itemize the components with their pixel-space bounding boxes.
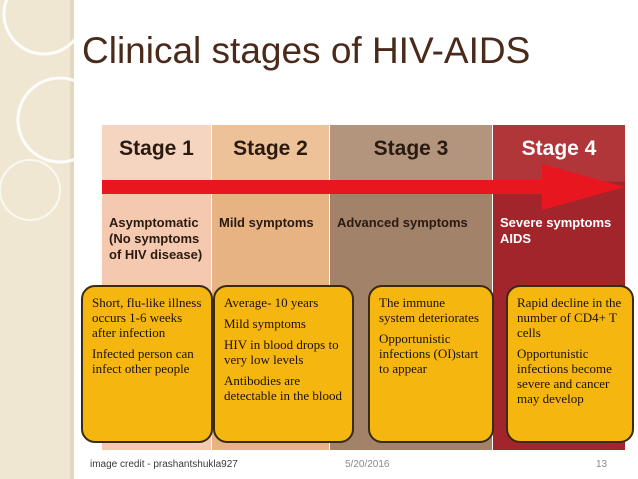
symptom-line: (No symptoms [109, 231, 200, 246]
symptom-line: Advanced symptoms [337, 215, 468, 230]
card-paragraph: The immune system deteriorates [379, 295, 479, 325]
left-decorative-band [0, 0, 70, 479]
stage-symptoms: Advanced symptoms [337, 215, 488, 231]
card-paragraph: Opportunistic infections become severe a… [517, 346, 612, 406]
symptom-line: of HIV disease) [109, 247, 203, 262]
stage-symptoms: Asymptomatic (No symptoms of HIV disease… [109, 215, 207, 263]
card-paragraph: Short, flu-like illness occurs 1-6 weeks… [92, 295, 202, 340]
left-band-edge [70, 0, 74, 479]
card-paragraph: Mild symptoms [224, 316, 306, 331]
symptom-line: AIDS [500, 231, 532, 246]
circle-ornament-icon [0, 0, 104, 221]
stage-label: Stage 3 [373, 137, 449, 160]
card-paragraph: Rapid decline in the number of CD4+ T ce… [517, 295, 622, 340]
card-paragraph: Antibodies are detectable in the blood [224, 373, 343, 403]
page-number: 13 [596, 459, 608, 470]
stage-header-band [330, 125, 492, 182]
stage-symptoms: Severe symptoms AIDS [500, 215, 621, 247]
symptom-line: Mild symptoms [219, 215, 314, 230]
stage-symptoms: Mild symptoms [219, 215, 325, 231]
card-paragraph: Average- 10 years [224, 295, 319, 310]
card-paragraph: HIV in blood drops to very low levels [224, 337, 339, 367]
card-paragraph: Infected person can infect other people [92, 346, 194, 376]
stage-header-band [212, 125, 329, 182]
stage-label: Stage 1 [119, 137, 194, 160]
image-credit: image credit - prashantshukla927 [90, 459, 238, 470]
stage-2-detail-card: Average- 10 years Mild symptoms HIV in b… [213, 285, 354, 443]
progression-arrow-icon [102, 164, 625, 210]
stage-1-detail-card: Short, flu-like illness occurs 1-6 weeks… [81, 285, 213, 443]
stage-label: Stage 4 [521, 137, 597, 160]
card-paragraph: Opportunistic infections (OI)start to ap… [379, 331, 479, 376]
symptom-line: Asymptomatic [109, 215, 199, 230]
stage-label: Stage 2 [233, 137, 308, 160]
slide-date: 5/20/2016 [345, 459, 390, 470]
stage-4-detail-card: Rapid decline in the number of CD4+ T ce… [506, 285, 634, 443]
stage-3-detail-card: The immune system deteriorates Opportuni… [368, 285, 494, 443]
slide-title: Clinical stages of HIV-AIDS [82, 30, 531, 71]
symptom-line: Severe symptoms [500, 215, 612, 230]
